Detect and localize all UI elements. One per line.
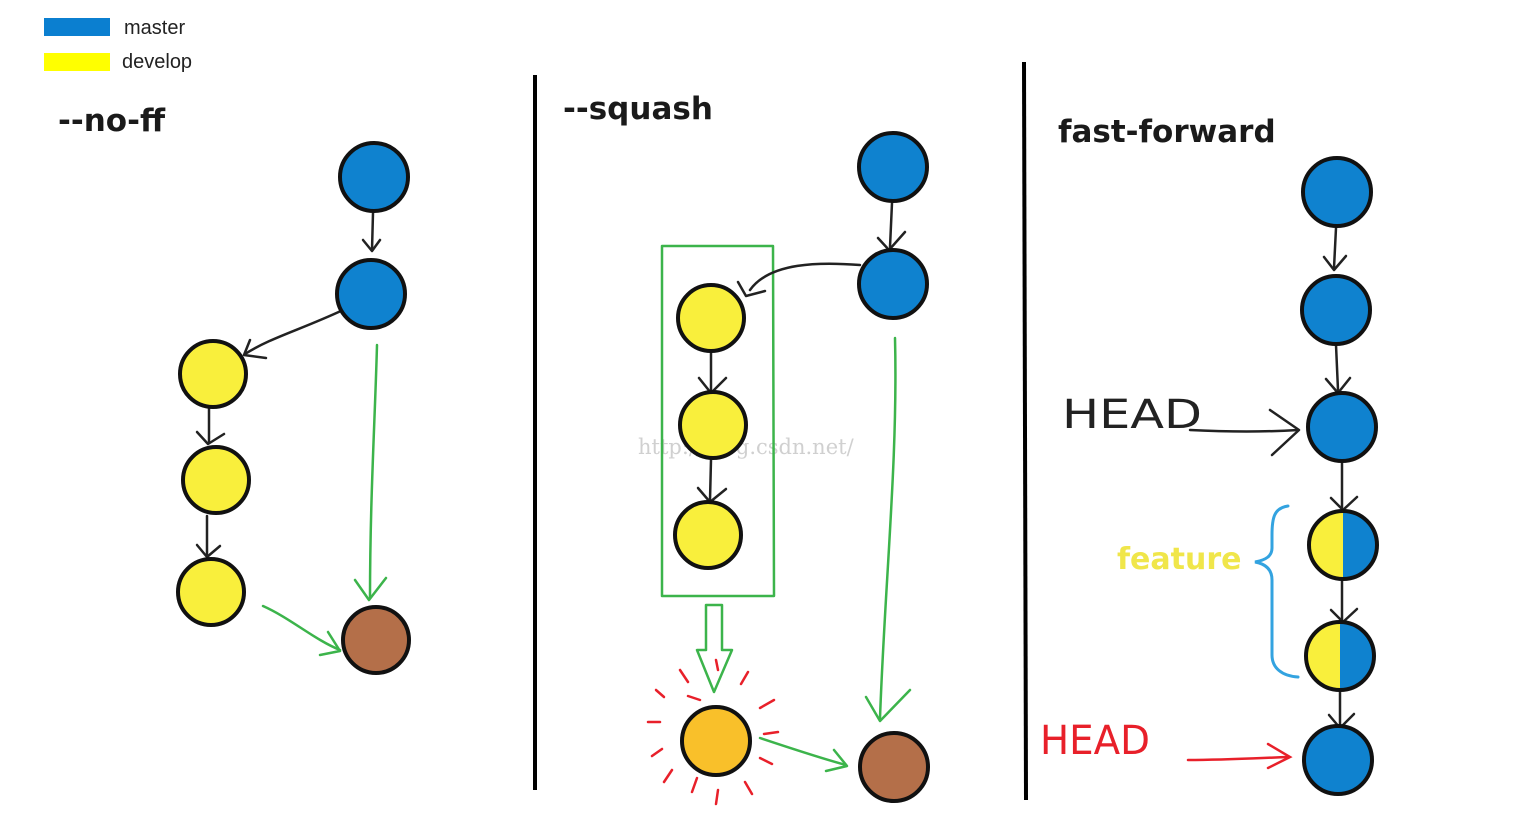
squash-develop-commit-1	[676, 283, 746, 353]
head-label-new: HEAD	[1040, 718, 1150, 764]
no-ff-develop-commit-2	[181, 445, 251, 515]
ff-master-commit-head	[1302, 724, 1374, 796]
squash-selection-box	[660, 244, 776, 598]
panel-title-no-ff: --no-ff	[58, 103, 166, 139]
ff-feature-commit-2	[1304, 620, 1376, 692]
legend-swatch-master	[44, 18, 110, 36]
ff-master-commit-1	[1301, 156, 1373, 228]
legend: master develop	[44, 17, 192, 73]
squash-master-commit-2	[857, 248, 929, 320]
panel-title-fast-forward: fast-forward	[1058, 114, 1276, 150]
squash-master-commit-1	[857, 131, 929, 203]
squash-develop-commit-3	[673, 500, 743, 570]
squash-highlight-burst	[646, 658, 780, 806]
panel-squash: --squash	[563, 91, 930, 806]
legend-swatch-develop	[44, 53, 110, 71]
legend-label-develop: develop	[122, 51, 192, 73]
head-pointer-old-arrow	[1188, 408, 1301, 457]
squash-combined-commit	[680, 705, 752, 777]
feature-label: feature	[1117, 542, 1241, 577]
no-ff-develop-commit-1	[178, 339, 248, 409]
ff-master-commit-2	[1300, 274, 1372, 346]
panel-fast-forward: fast-forward HEAD feature HEAD	[1040, 114, 1379, 796]
no-ff-develop-commit-3	[176, 557, 246, 627]
squash-merge-arrows	[758, 336, 912, 773]
panel-title-squash: --squash	[563, 91, 713, 127]
legend-label-master: master	[124, 17, 185, 39]
squash-collapse-arrow	[695, 603, 734, 694]
squash-merge-commit	[858, 731, 930, 803]
no-ff-commit-arrows	[195, 211, 382, 559]
feature-brace	[1254, 504, 1300, 679]
head-pointer-new-arrow	[1186, 742, 1293, 770]
ff-feature-commit-1	[1307, 509, 1379, 581]
panel-no-ff: --no-ff	[58, 103, 411, 675]
no-ff-merge-commit	[341, 605, 411, 675]
panel-divider-right	[1022, 61, 1028, 801]
squash-develop-commit-2	[678, 390, 748, 460]
ff-master-commit-3	[1306, 391, 1378, 463]
watermark: http://blog.csdn.net/	[638, 435, 855, 459]
no-ff-merge-arrows	[261, 343, 388, 657]
head-label-old: HEAD	[1062, 392, 1202, 438]
no-ff-master-commit-2	[335, 258, 407, 330]
no-ff-master-commit-1	[338, 141, 410, 213]
